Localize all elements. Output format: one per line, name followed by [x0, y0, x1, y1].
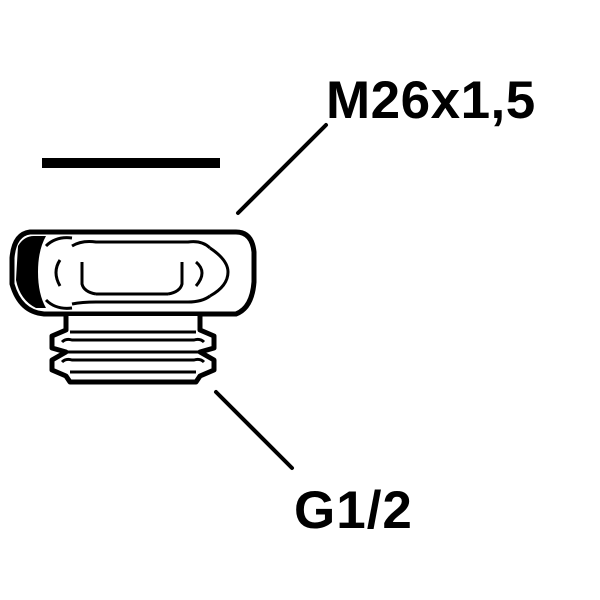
thread-label-top: M26x1,5	[326, 71, 536, 130]
thread-label-bottom: G1/2	[294, 481, 413, 540]
leader-line-top	[236, 123, 328, 215]
leader-line-bottom	[214, 390, 294, 470]
washer-bar	[42, 158, 220, 168]
hex-nut	[9, 229, 257, 317]
threaded-shank	[49, 316, 217, 385]
